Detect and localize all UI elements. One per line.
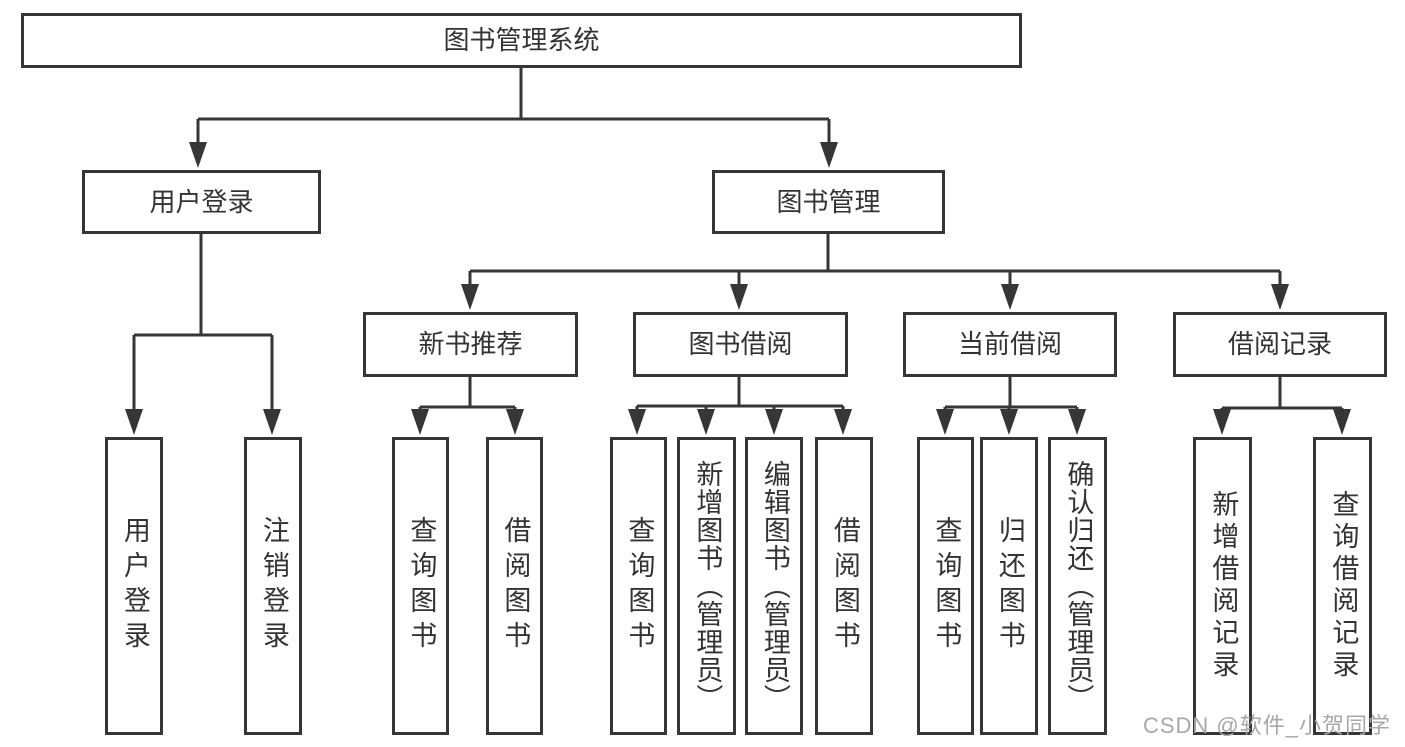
- leaf-borrow-query: 查询图书: [610, 437, 667, 735]
- node-new-book-recommend-label: 新书推荐: [418, 329, 523, 360]
- leaf-logout: 注销登录: [244, 437, 302, 735]
- leaf-borrow-add-admin-label: 新增图书（管理员）: [692, 460, 723, 712]
- node-borrow-record-label: 借阅记录: [1227, 329, 1332, 360]
- csdn-watermark: CSDN @软件_小贺同学: [1142, 713, 1391, 738]
- leaf-current-query: 查询图书: [917, 437, 974, 735]
- leaf-current-query-label: 查询图书: [931, 516, 962, 656]
- leaf-borrow-book-label: 借阅图书: [829, 516, 860, 656]
- node-book-management: 图书管理: [712, 170, 945, 234]
- leaf-borrow-book: 借阅图书: [815, 437, 873, 735]
- node-new-book-recommend: 新书推荐: [363, 312, 578, 377]
- leaf-newbook-query: 查询图书: [392, 437, 449, 735]
- leaf-return-book-label: 归还图书: [994, 516, 1025, 656]
- leaf-borrow-add-admin: 新增图书（管理员）: [677, 437, 736, 735]
- node-book-borrow: 图书借阅: [633, 312, 848, 377]
- leaf-confirm-return-admin-label: 确认归还（管理员）: [1063, 460, 1094, 712]
- leaf-borrow-edit-admin: 编辑图书（管理员）: [745, 437, 803, 735]
- leaf-newbook-borrow: 借阅图书: [486, 437, 543, 735]
- leaf-record-query: 查询借阅记录: [1313, 437, 1372, 735]
- leaf-confirm-return-admin: 确认归还（管理员）: [1048, 437, 1107, 735]
- leaf-record-add-label: 新增借阅记录: [1208, 490, 1239, 682]
- leaf-record-add: 新增借阅记录: [1193, 437, 1252, 735]
- leaf-user-login-label: 用户登录: [119, 516, 150, 656]
- leaf-logout-label: 注销登录: [258, 516, 289, 656]
- leaf-record-query-label: 查询借阅记录: [1328, 490, 1359, 682]
- node-borrow-record: 借阅记录: [1173, 312, 1387, 377]
- node-current-borrow: 当前借阅: [903, 312, 1117, 377]
- node-book-management-label: 图书管理: [776, 186, 881, 217]
- node-user-login-label: 用户登录: [149, 186, 254, 217]
- leaf-newbook-borrow-label: 借阅图书: [500, 516, 531, 656]
- node-book-borrow-label: 图书借阅: [688, 329, 793, 360]
- leaf-newbook-query-label: 查询图书: [406, 516, 437, 656]
- leaf-user-login: 用户登录: [105, 437, 163, 735]
- leaf-return-book: 归还图书: [980, 437, 1038, 735]
- node-root-system: 图书管理系统: [21, 13, 1022, 68]
- leaf-borrow-query-label: 查询图书: [624, 516, 655, 656]
- node-current-borrow-label: 当前借阅: [957, 329, 1062, 360]
- node-user-login: 用户登录: [82, 170, 321, 234]
- node-root-system-label: 图书管理系统: [443, 25, 600, 56]
- leaf-borrow-edit-admin-label: 编辑图书（管理员）: [759, 460, 790, 712]
